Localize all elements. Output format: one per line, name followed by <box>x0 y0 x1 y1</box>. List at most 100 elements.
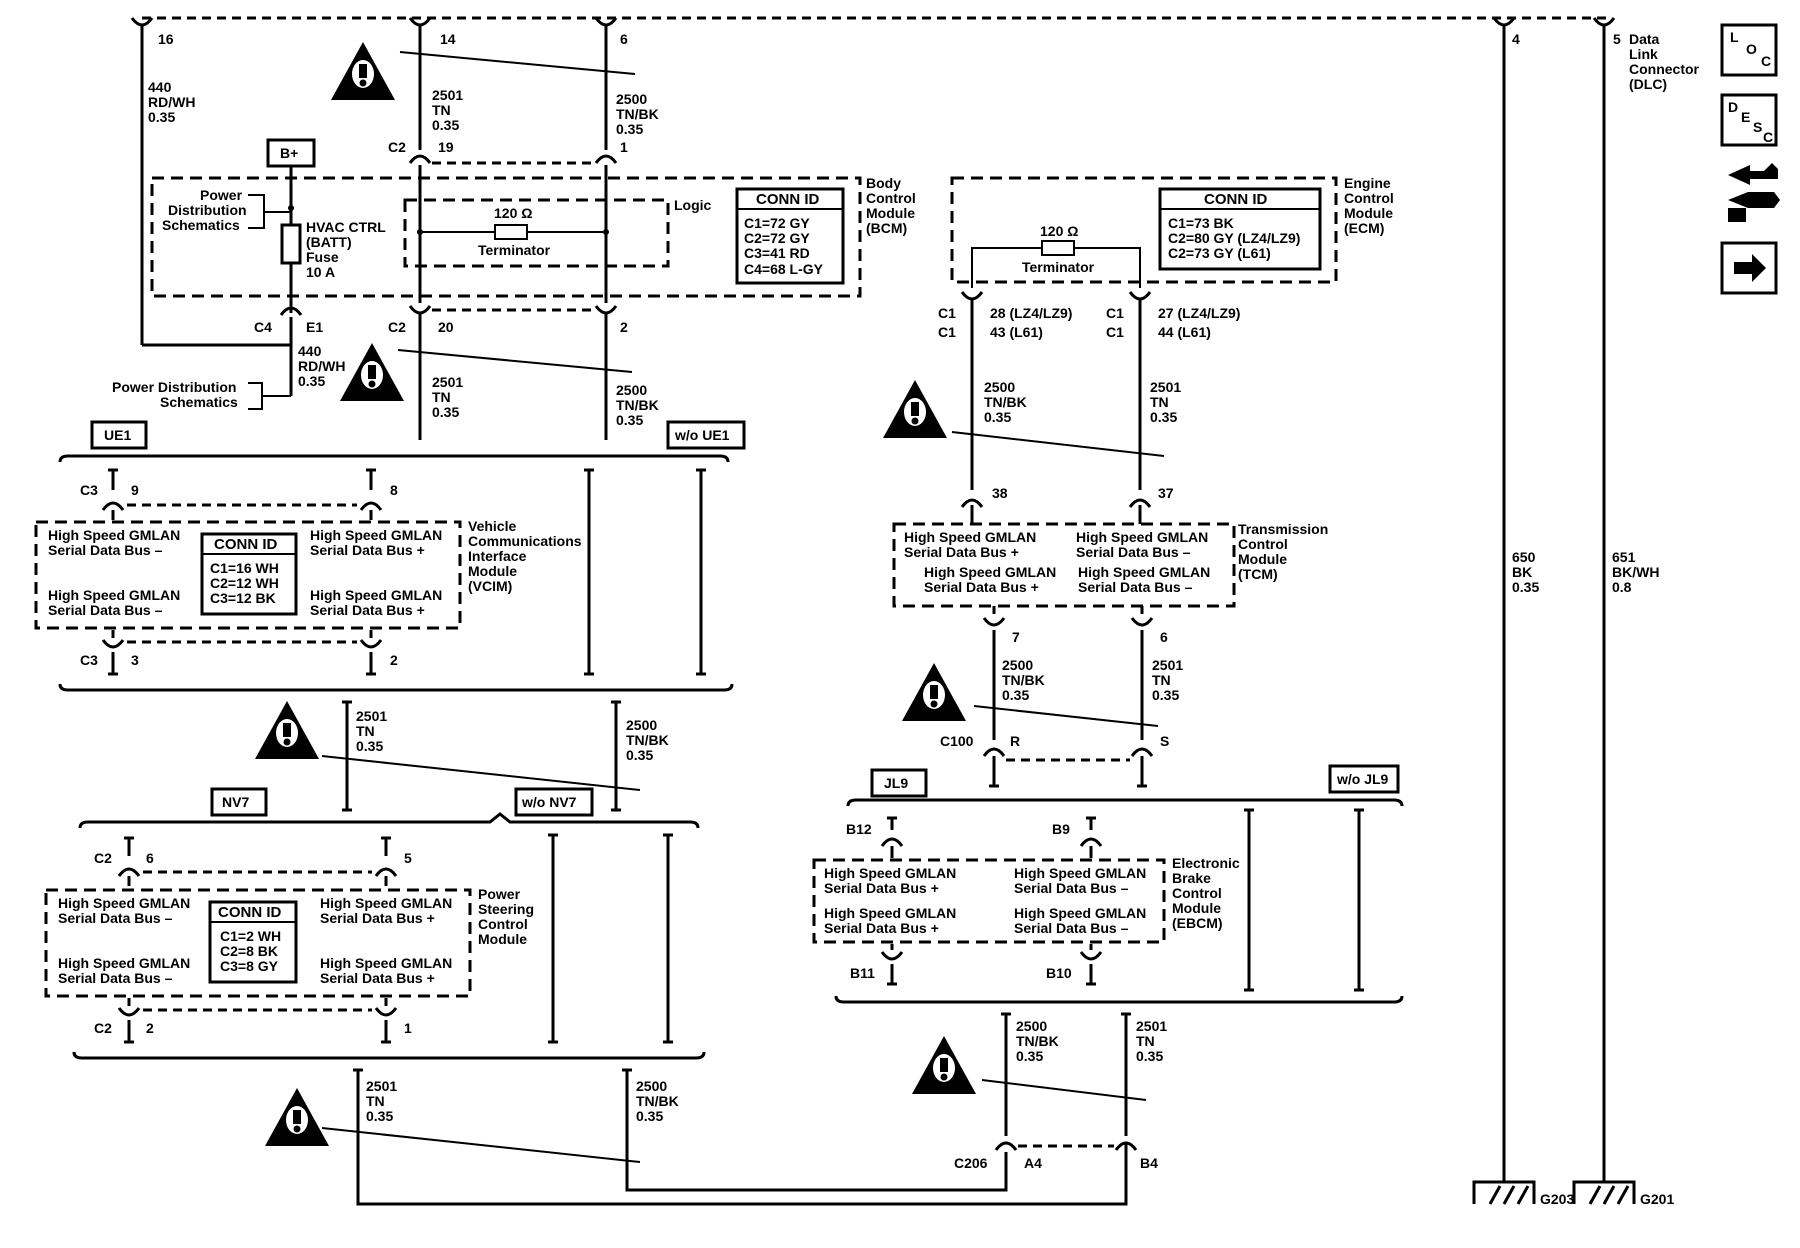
bcm-name-3: Module <box>866 205 915 221</box>
ecm-pin-27: 27 (LZ4/LZ9) <box>1158 305 1240 321</box>
wire-440-gauge: 0.35 <box>148 109 175 125</box>
bcm-pds2-2: Schematics <box>160 394 238 410</box>
vcim-conn-title: CONN ID <box>214 536 278 553</box>
wire-2501-color-c: TN <box>356 723 375 739</box>
bcm-conn-id-title: CONN ID <box>756 191 820 208</box>
vcim-name-3: Interface <box>468 548 527 564</box>
ebcm-bus-br-2: Serial Data Bus – <box>1014 920 1129 936</box>
wire-2501-color-b: TN <box>432 389 451 405</box>
ebcm-name-4: Module <box>1172 900 1221 916</box>
c100-connector: C100 R S <box>940 733 1169 788</box>
ecm-resistor-value: 120 Ω <box>1040 223 1078 239</box>
wire-2501-gauge-c: 0.35 <box>356 738 383 754</box>
vcim-name-2: Communications <box>468 533 582 549</box>
wire-2500-gauge-f: 0.35 <box>1002 687 1029 703</box>
vcim-bus-tl-1: High Speed GMLAN <box>48 527 180 543</box>
wire-2500-num-d: 2500 <box>636 1078 667 1094</box>
wire-2500-color-b: TN/BK <box>616 397 659 413</box>
vcim-pin-8: 8 <box>390 482 398 498</box>
wire-2500-gauge-d: 0.35 <box>636 1108 663 1124</box>
bcm-logic-label: Logic <box>674 197 712 213</box>
ecm-pin-44: 44 (L61) <box>1158 324 1211 340</box>
connector-view-icon[interactable] <box>1728 163 1780 222</box>
ecm-terminator-label: Terminator <box>1022 259 1095 275</box>
wire-650-color: BK <box>1512 564 1532 580</box>
desc-letter-d: D <box>1728 99 1738 115</box>
ebcm-bus-br-1: High Speed GMLAN <box>1014 905 1146 921</box>
c206-pin-b4: B4 <box>1140 1155 1158 1171</box>
bcm-pin-20: 20 <box>438 319 454 335</box>
vcim-bus-tr-2: Serial Data Bus + <box>310 542 425 558</box>
desc-letter-s: S <box>1753 119 1762 135</box>
pscm-bus-tl-2: Serial Data Bus – <box>58 910 173 926</box>
ebcm-module: JL9 w/o JL9 B12 B9 High Speed GMLAN Seri… <box>812 764 1404 1004</box>
vcim-pin-3: 3 <box>131 652 139 668</box>
wire-440-num-b: 440 <box>298 343 322 359</box>
ue1-without-label: w/o UE1 <box>674 427 730 443</box>
location-view-button[interactable]: L O C <box>1720 23 1778 77</box>
pscm-pin-6: 6 <box>146 850 154 866</box>
pscm-bus-bl-2: Serial Data Bus – <box>58 970 173 986</box>
wire-2500-color-e: TN/BK <box>984 394 1027 410</box>
dlc-pin-16: 16 <box>158 31 174 47</box>
dlc-ground-wires: 650 BK 0.35 651 BK/WH 0.8 G203 G201 <box>1472 24 1674 1207</box>
wire-2500-num-f: 2500 <box>1002 657 1033 673</box>
bcm-fuse-2: (BATT) <box>306 234 352 250</box>
pscm-pin-2: 2 <box>146 1020 154 1036</box>
bcm-terminator-label: Terminator <box>478 242 551 258</box>
vcim-bus-bl-1: High Speed GMLAN <box>48 587 180 603</box>
dlc-pin-14: 14 <box>440 31 456 47</box>
tcm-bus-tr-2: Serial Data Bus – <box>1076 544 1191 560</box>
ground-g201-label: G201 <box>1640 1191 1674 1207</box>
vcim-bus-br-2: Serial Data Bus + <box>310 602 425 618</box>
bcm-pin-19: 19 <box>438 139 454 155</box>
pscm-name-1: Power <box>478 886 521 902</box>
transmission-control-module: 38 37 High Speed GMLAN Serial Data Bus +… <box>892 485 1328 740</box>
description-view-button[interactable]: D E S C <box>1720 93 1778 147</box>
bcm-c2-label-bottom: C2 <box>388 319 406 335</box>
ebcm-pin-b12: B12 <box>846 821 872 837</box>
vcim-to-pscm-wires: 2501 TN 0.35 2500 TN/BK 0.35 <box>255 700 669 812</box>
ebcm-bus-tr-2: Serial Data Bus – <box>1014 880 1129 896</box>
wire-651-gauge: 0.8 <box>1612 579 1632 595</box>
loc-letter-c: C <box>1761 53 1771 69</box>
wire-2501-color-e: TN <box>1150 394 1169 410</box>
body-control-module: 440 RD/WH 0.35 2501 TN 0.35 2500 TN/BK 0… <box>112 24 916 440</box>
wire-2500-color-a: TN/BK <box>616 106 659 122</box>
bcm-name-4: (BCM) <box>866 220 907 236</box>
c100-pin-s: S <box>1160 733 1169 749</box>
bcm-battery-positive: B+ <box>280 145 298 161</box>
wire-2500-color-d: TN/BK <box>636 1093 679 1109</box>
caution-icon <box>883 380 947 438</box>
wire-2500-num-b: 2500 <box>616 382 647 398</box>
ecm-c1-a: C1 <box>938 305 956 321</box>
dlc-label-4: (DLC) <box>1629 76 1667 92</box>
pscm-pin-5: 5 <box>404 850 412 866</box>
bcm-conn-c2: C2=72 GY <box>744 230 810 246</box>
c206-label: C206 <box>954 1155 988 1171</box>
engine-control-module: 120 Ω Terminator CONN ID C1=73 BK C2=80 … <box>883 175 1394 490</box>
vcim-bus-tr-1: High Speed GMLAN <box>310 527 442 543</box>
dlc-label-2: Link <box>1629 46 1658 62</box>
pscm-name-4: Module <box>478 931 527 947</box>
ebcm-bus-tr-1: High Speed GMLAN <box>1014 865 1146 881</box>
next-page-arrow-icon[interactable] <box>1720 241 1778 295</box>
tcm-pin-38: 38 <box>992 485 1008 501</box>
wire-2501-num-d: 2501 <box>366 1078 397 1094</box>
pscm-to-c206-wires: 2501 TN 0.35 2500 TN/BK 0.35 <box>265 1068 1128 1206</box>
power-steering-module: NV7 w/o NV7 C2 6 5 High Speed GMLAN Seri… <box>44 787 706 1060</box>
wire-2501-gauge-d: 0.35 <box>366 1108 393 1124</box>
vcim-conn-c3: C3=12 BK <box>210 590 276 606</box>
wire-2500-color-c: TN/BK <box>626 732 669 748</box>
ground-g201-icon <box>1572 1180 1636 1205</box>
wire-2501-gauge-b: 0.35 <box>432 404 459 420</box>
wire-2500-num-c: 2500 <box>626 717 657 733</box>
vcim-pin-9: 9 <box>131 482 139 498</box>
bcm-c2-label-top: C2 <box>388 139 406 155</box>
wire-2501-gauge-f: 0.35 <box>1152 687 1179 703</box>
vcim-bus-bl-2: Serial Data Bus – <box>48 602 163 618</box>
pscm-conn-c3: C3=8 GY <box>220 958 279 974</box>
pscm-conn-c1: C1=2 WH <box>220 928 281 944</box>
ecm-c1-b: C1 <box>938 324 956 340</box>
